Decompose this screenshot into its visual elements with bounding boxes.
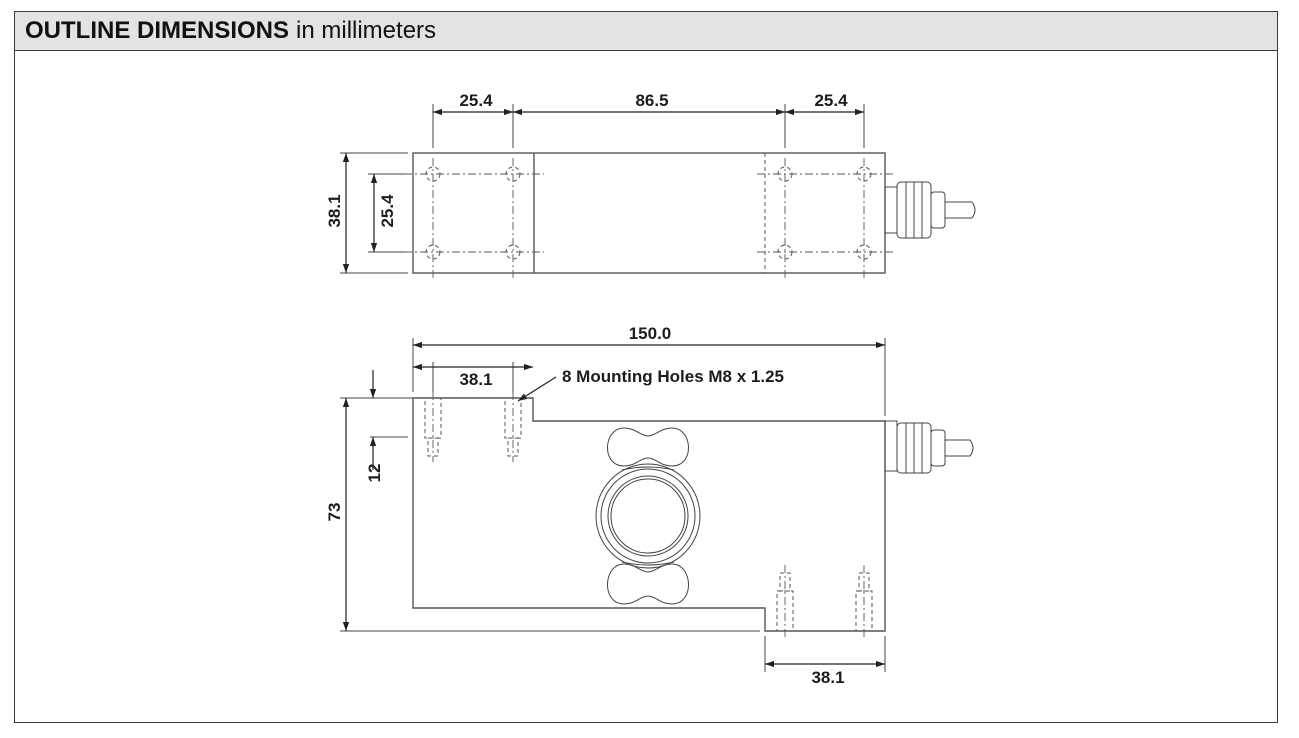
top-view-mounting-holes: [425, 166, 872, 260]
threaded-hole: [776, 565, 794, 640]
title-bold: OUTLINE DIMENSIONS: [25, 17, 290, 44]
diagram-frame: OUTLINE DIMENSIONS in millimeters: [14, 11, 1278, 723]
dim-label-right-hole-span: 38.1: [811, 668, 844, 687]
dim-label-height: 38.1: [325, 194, 344, 227]
mounting-hole: [856, 244, 872, 260]
mounting-hole: [425, 166, 441, 182]
threaded-hole: [424, 392, 442, 462]
callout-mounting-holes: 8 Mounting Holes M8 x 1.25: [562, 367, 784, 386]
side-view-gauge-pocket: [595, 427, 701, 605]
side-view-threaded-holes: [424, 392, 873, 640]
dim-label-step: 12: [365, 464, 384, 483]
top-view: 25.4 86.5 25.4 38.1 25.4: [325, 91, 976, 280]
side-view-cable: [945, 439, 974, 457]
mounting-hole: [505, 166, 521, 182]
dim-label-hole-spacing: 25.4: [378, 194, 397, 228]
callout-leader: [517, 376, 557, 402]
side-view-cable-gland: [884, 420, 974, 474]
top-view-cable: [945, 201, 976, 219]
dim-label-height-73: 73: [325, 503, 344, 522]
threaded-hole: [855, 565, 873, 640]
top-view-body: [412, 152, 886, 274]
mounting-hole: [425, 244, 441, 260]
side-view: 150.0 38.1 8 Mounting Holes M8 x 1.25 12…: [325, 324, 974, 687]
dim-label-left-hole-span: 38.1: [459, 370, 492, 389]
top-view-cable-gland: [884, 181, 976, 239]
mounting-hole: [505, 244, 521, 260]
dim-label-overall-length: 150.0: [629, 324, 672, 343]
dim-label-right-span: 25.4: [814, 91, 848, 110]
mounting-hole: [777, 166, 793, 182]
dim-label-left-span: 25.4: [459, 91, 493, 110]
mounting-hole: [777, 244, 793, 260]
side-view-body: [412, 397, 886, 632]
mounting-hole: [856, 166, 872, 182]
dim-label-center-span: 86.5: [635, 91, 668, 110]
threaded-hole: [504, 392, 522, 462]
header-bar: OUTLINE DIMENSIONS in millimeters: [15, 12, 1277, 51]
title-units: in millimeters: [296, 17, 437, 44]
